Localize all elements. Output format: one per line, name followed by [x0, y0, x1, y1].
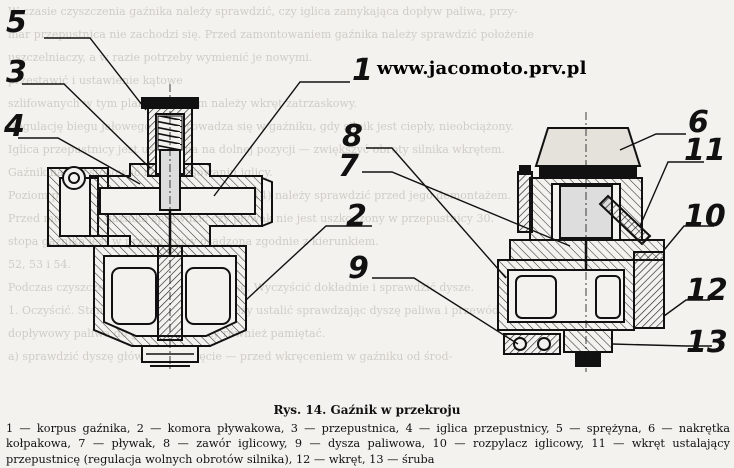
- callout-9: 9: [348, 251, 369, 286]
- callout-1: 1: [352, 53, 373, 88]
- callout-13: 13: [686, 325, 728, 360]
- callout-2: 2: [346, 199, 367, 234]
- figure-title: Rys. 14. Gaźnik w przekroju: [273, 403, 461, 417]
- left-cross-section: [47, 84, 273, 370]
- right-cross-section: [497, 112, 665, 372]
- callout-numbers: 5 3 4 1 2 6 8 7 11 9 10 12 13: [3, 5, 728, 360]
- callout-3: 3: [6, 55, 27, 90]
- callout-7: 7: [338, 149, 359, 184]
- callout-12: 12: [686, 273, 728, 308]
- callout-6: 6: [688, 105, 709, 140]
- watermark-url: www.jacomoto.prv.pl: [377, 58, 587, 79]
- leader-lines: [18, 37, 714, 347]
- callout-4: 4: [3, 109, 25, 144]
- figure-caption: 1 — korpus gaźnika, 2 — komora pływakowa…: [6, 422, 730, 466]
- callout-11: 11: [684, 133, 726, 168]
- carburetor-cross-section-drawing: 5 3 4 1 2 6 8 7 11 9 10 12 13: [3, 5, 728, 372]
- callout-8: 8: [342, 119, 363, 154]
- callout-5: 5: [6, 5, 27, 40]
- callout-10: 10: [684, 199, 726, 234]
